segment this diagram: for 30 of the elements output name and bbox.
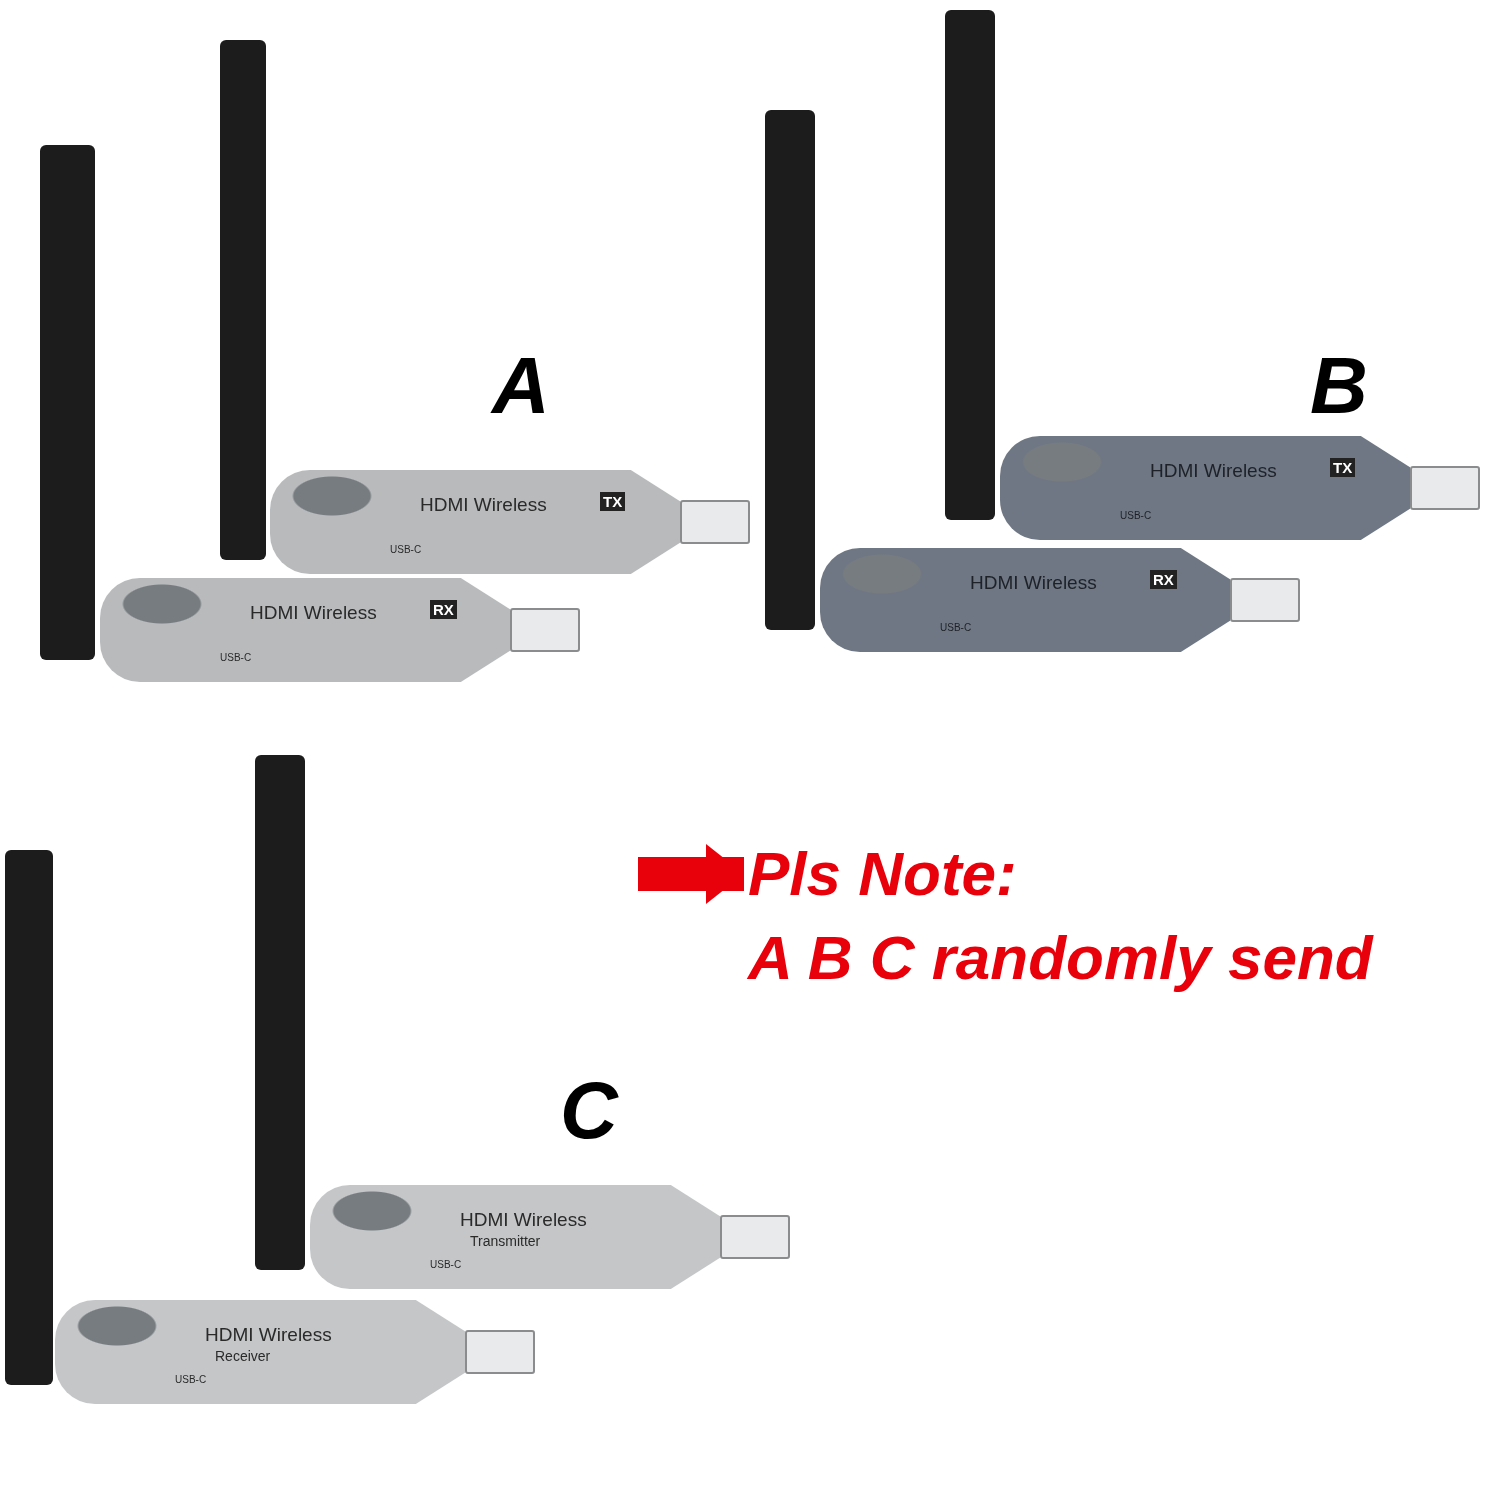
- device-badge: RX: [1150, 570, 1177, 589]
- antenna: [220, 40, 266, 560]
- device-print: Transmitter: [470, 1233, 541, 1249]
- port-label: USB-C: [390, 544, 422, 555]
- device-print: HDMI Wireless: [205, 1324, 332, 1346]
- device-badge: RX: [430, 600, 457, 619]
- panel-letter: B: [1310, 340, 1368, 432]
- device-print: HDMI Wireless: [420, 494, 547, 516]
- device-print: Receiver: [215, 1348, 271, 1364]
- antenna: [5, 850, 53, 1385]
- device-badge: TX: [600, 492, 626, 511]
- antenna: [945, 10, 995, 520]
- pointer-arrow: [638, 844, 744, 904]
- port-label: USB-C: [430, 1259, 462, 1270]
- antenna: [765, 110, 815, 630]
- port-label: USB-C: [175, 1374, 207, 1385]
- antenna: [255, 755, 305, 1270]
- panel-letter: A: [492, 340, 550, 432]
- device-print: HDMI Wireless: [1150, 460, 1277, 482]
- device-print: HDMI Wireless: [250, 602, 377, 624]
- device-print: HDMI Wireless: [460, 1209, 587, 1231]
- panel-letter: C: [560, 1065, 618, 1157]
- port-label: USB-C: [940, 622, 972, 633]
- note-text: A B C randomly send: [748, 922, 1375, 994]
- device-badge: TX: [1330, 458, 1356, 477]
- port-label: USB-C: [1120, 510, 1152, 521]
- note-text: Pls Note:: [748, 838, 1018, 910]
- port-label: USB-C: [220, 652, 252, 663]
- device-print: HDMI Wireless: [970, 572, 1097, 594]
- antenna: [40, 145, 95, 660]
